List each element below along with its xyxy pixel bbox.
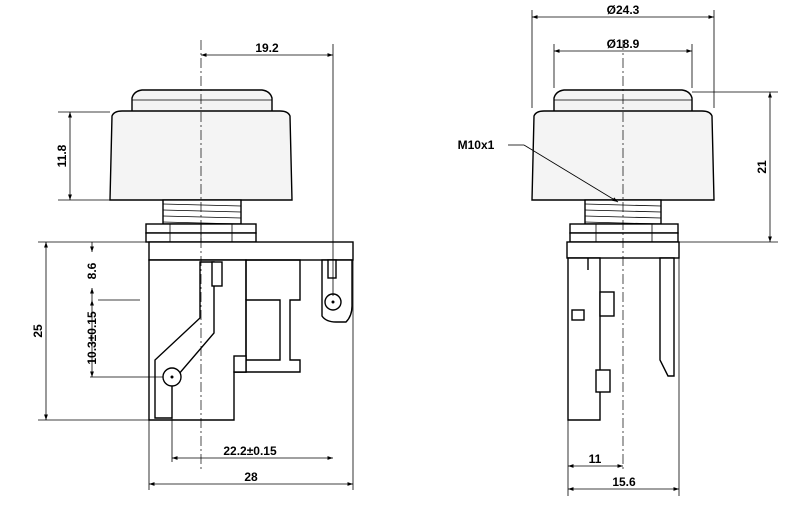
side-terminal — [659, 257, 675, 377]
front-dimensions: 19.2 11.8 25 8.6 10.3±0.15 22.2±0.15 28 — [31, 41, 354, 490]
dim-28: 28 — [244, 470, 258, 484]
dim-8-6: 8.6 — [85, 262, 99, 279]
dim-10-3: 10.3±0.15 — [85, 311, 99, 365]
side-housing — [567, 257, 601, 421]
dim-thread-m10x1: M10x1 — [458, 138, 495, 152]
dim-21: 21 — [755, 160, 769, 174]
dim-dia-24-3: Ø24.3 — [607, 3, 640, 17]
front-thread — [162, 199, 242, 225]
front-cap-top — [131, 89, 273, 113]
side-dimensions: Ø24.3 Ø18.9 M10x1 21 11 15.6 — [458, 3, 778, 496]
front-view — [109, 40, 354, 470]
dim-11: 11 — [589, 452, 602, 466]
dim-11-8: 11.8 — [55, 144, 69, 167]
side-view — [531, 40, 715, 470]
front-top-plate — [148, 241, 354, 261]
dim-19-2: 19.2 — [255, 41, 279, 55]
dim-dia-18-9: Ø18.9 — [607, 37, 640, 51]
dim-15-6: 15.6 — [612, 475, 636, 489]
front-terminal — [321, 259, 353, 323]
dim-22-2: 22.2±0.15 — [223, 444, 277, 458]
dim-25: 25 — [31, 324, 45, 338]
side-nut — [569, 223, 679, 243]
